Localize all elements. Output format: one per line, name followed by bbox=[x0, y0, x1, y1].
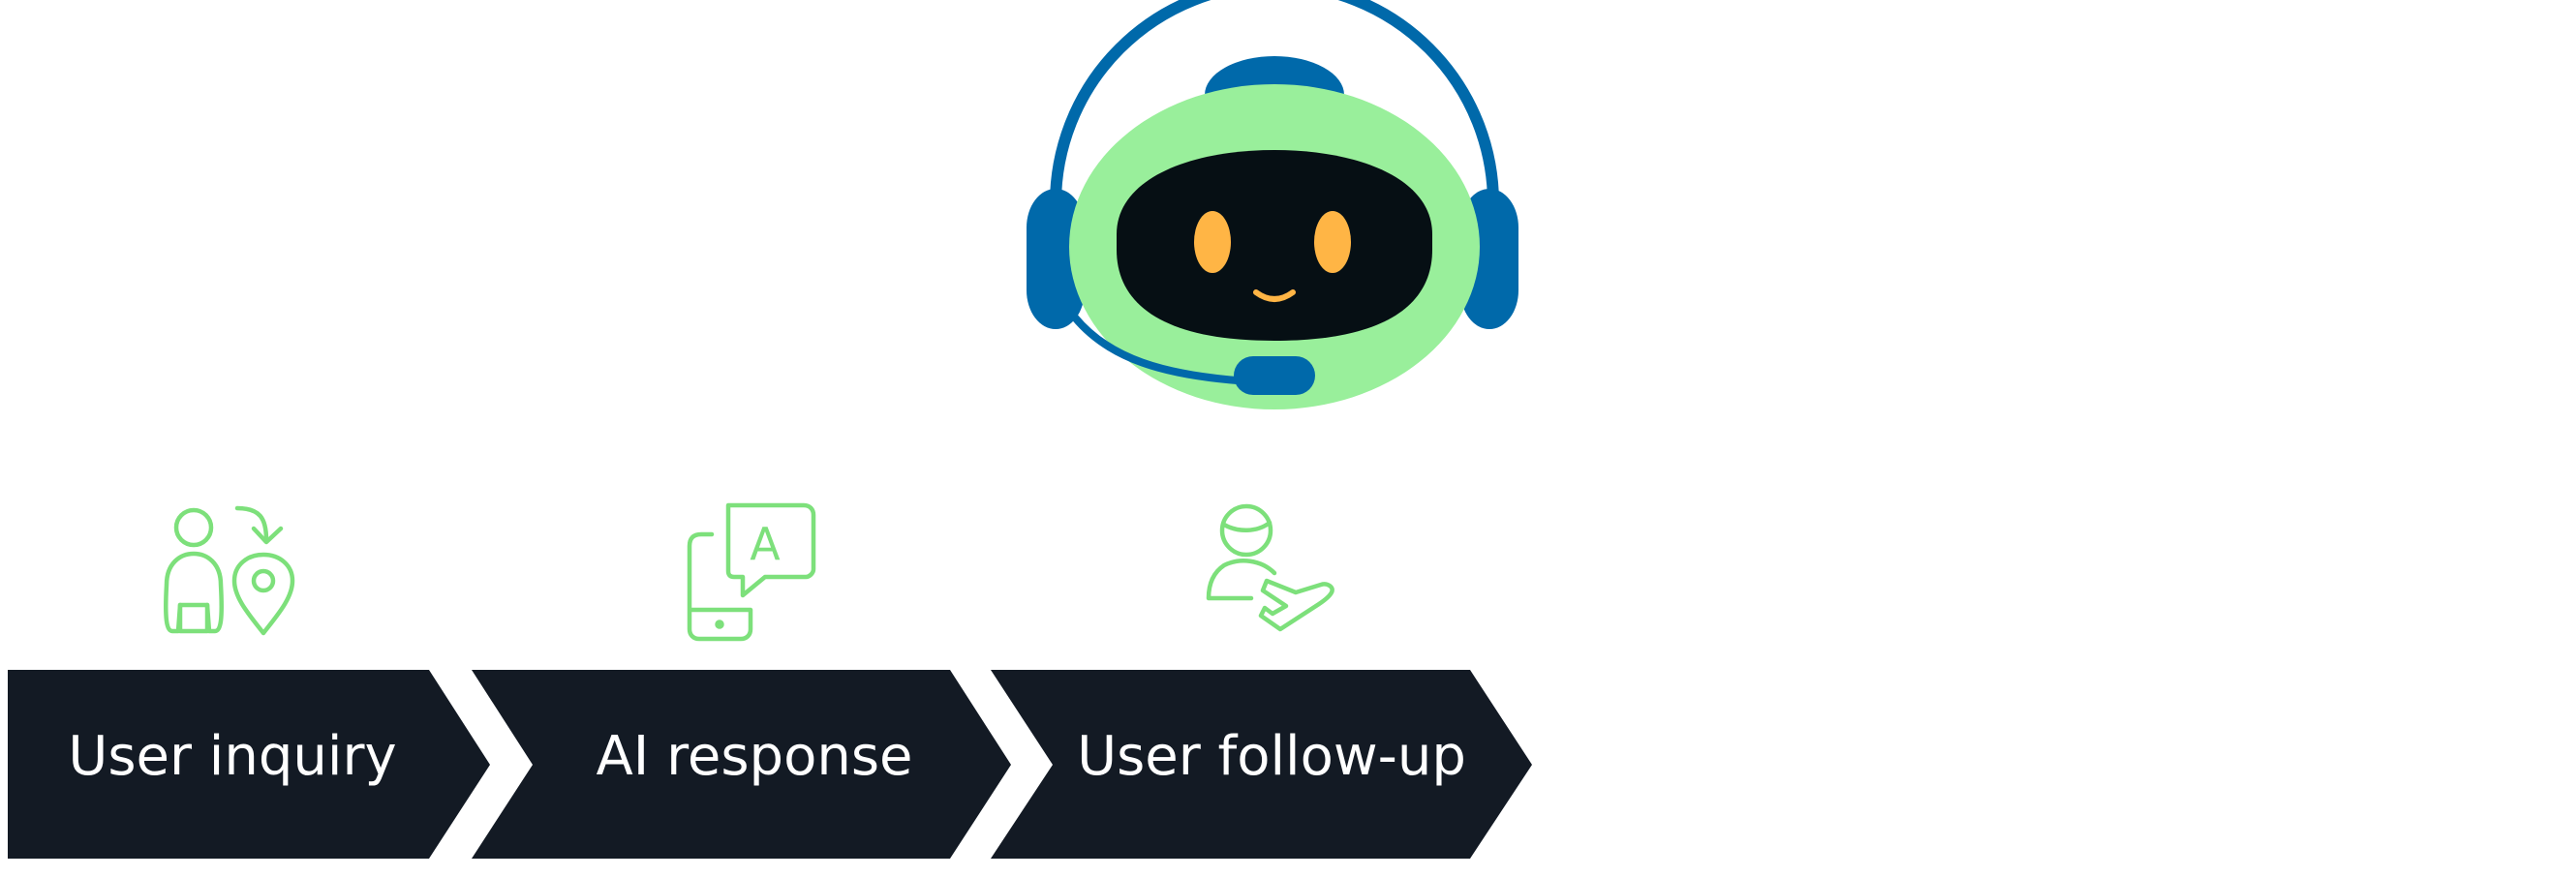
step-user-inquiry: User inquiry bbox=[8, 670, 490, 859]
step-chevron bbox=[472, 670, 1011, 859]
chat-bubble-letter: A bbox=[750, 518, 781, 570]
microphone bbox=[1234, 356, 1315, 395]
step-ai-response: AI response bbox=[472, 670, 1011, 859]
phone-chat-translate-icon: A bbox=[687, 502, 816, 642]
step-chevron bbox=[991, 670, 1532, 859]
robot-face-screen bbox=[1117, 150, 1432, 341]
step-label: User inquiry bbox=[68, 725, 396, 788]
robot-left-eye bbox=[1194, 211, 1231, 273]
process-steps: User inquiry AI response User follow-up bbox=[8, 670, 1532, 859]
robot-smile bbox=[1253, 289, 1296, 302]
robot-right-eye bbox=[1314, 211, 1351, 273]
headset-band bbox=[1050, 0, 1499, 204]
microphone-boom bbox=[1071, 314, 1253, 385]
person-location-icon bbox=[164, 505, 295, 636]
step-label: AI response bbox=[597, 725, 913, 788]
step-user-follow-up: User follow-up bbox=[991, 670, 1532, 859]
step-chevron bbox=[8, 670, 490, 859]
person-flight-icon bbox=[1206, 503, 1334, 632]
step-label: User follow-up bbox=[1077, 725, 1466, 788]
left-ear-cup bbox=[1027, 189, 1085, 329]
robot-headset-icon bbox=[1027, 0, 1518, 409]
